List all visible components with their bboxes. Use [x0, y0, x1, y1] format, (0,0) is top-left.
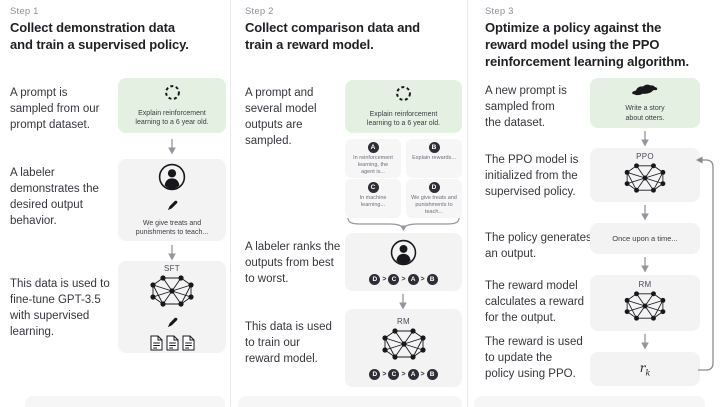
prompt-box: Explain reinforcement learning to a 6 ye… — [345, 80, 462, 133]
generated-output-box: Once upon a time... — [590, 223, 700, 254]
labeler-rank-box: D > C > A > B — [345, 233, 462, 291]
step-2-label: Step 2 — [245, 6, 274, 17]
down-arrow-icon — [167, 139, 177, 155]
down-arrow-icon — [167, 245, 177, 261]
step-3-caption-reward: The reward model calculates a reward for… — [485, 280, 585, 324]
output-c-box: C In machine learning... — [345, 179, 401, 218]
rank-2: C — [388, 368, 400, 380]
step-3-caption-init: The PPO model is initialized from the su… — [485, 154, 579, 198]
pencil-icon — [167, 315, 178, 333]
step-3-caption-prompt: A new prompt is sampled from the dataset… — [485, 85, 567, 129]
step-2-caption-ranking: A labeler ranks the outputs from best to… — [245, 241, 341, 285]
step-1-caption-prompt: A prompt is sampled from our prompt data… — [10, 87, 100, 131]
output-a-box: A In reinforcement learning, the agent i… — [345, 139, 401, 178]
output-c-letter: C — [367, 182, 379, 193]
bottom-strip — [474, 396, 705, 407]
rank-separator: > — [420, 370, 425, 378]
sampling-loop-icon — [164, 84, 181, 106]
down-arrow-icon — [640, 257, 650, 273]
rank-3: A — [407, 368, 419, 380]
neural-network-icon — [623, 290, 667, 327]
reward-box: rk — [590, 352, 700, 386]
prompt-text: Explain reinforcement learning to a 6 ye… — [135, 109, 209, 126]
down-arrow-icon — [640, 131, 650, 147]
output-a-letter: A — [367, 142, 379, 153]
rm-label: RM — [638, 279, 652, 289]
documents-icon — [150, 335, 195, 351]
rank-separator: > — [401, 370, 406, 378]
labeler-demo-text: We give treats and punishments to teach.… — [135, 219, 209, 236]
column-divider — [230, 0, 231, 407]
labeler-icon — [390, 239, 417, 271]
rank-2: C — [388, 274, 400, 285]
rm-box: RM — [345, 309, 462, 387]
bottom-strip — [25, 396, 225, 407]
pencil-icon — [167, 198, 178, 216]
prompt-text: Explain reinforcement learning to a 6 ye… — [366, 110, 441, 127]
down-arrow-icon — [398, 294, 408, 310]
prompt-text: Write a story about otters. — [625, 105, 665, 122]
prompt-box: Explain reinforcement learning to a 6 ye… — [118, 78, 226, 133]
sft-label: SFT — [163, 263, 180, 273]
bottom-strip — [238, 396, 462, 407]
neural-network-icon — [623, 162, 667, 199]
step-3-heading: Optimize a policy against the reward mod… — [485, 20, 690, 69]
rank-3: A — [407, 274, 419, 285]
output-d-text: We give treats and punishments to teach.… — [411, 195, 457, 216]
output-b-text: Explain rewards... — [412, 155, 456, 161]
output-b-letter: B — [428, 142, 440, 153]
otter-icon — [632, 83, 658, 101]
generated-output-text: Once upon a time... — [612, 233, 678, 243]
step-2-caption-training: This data is used to train our reward mo… — [245, 321, 332, 365]
output-d-box: D We give treats and punishments to teac… — [406, 179, 462, 218]
step-3-label: Step 3 — [485, 6, 514, 17]
step-2-caption-prompt: A prompt and several model outputs are s… — [245, 87, 317, 147]
output-d-letter: D — [428, 182, 440, 193]
step-3-caption-update: The reward is used to update the policy … — [485, 336, 583, 380]
output-b-box: B Explain rewards... — [406, 139, 462, 178]
sft-box: SFT — [118, 261, 226, 353]
step-1-label: Step 1 — [10, 6, 39, 17]
rank-4: B — [426, 368, 438, 380]
rm-label: RM — [396, 316, 411, 326]
column-divider — [467, 0, 468, 407]
brace-icon — [345, 217, 462, 231]
down-arrow-icon — [640, 205, 650, 221]
prompt-box: Write a story about otters. — [590, 78, 700, 128]
rank-1: D — [369, 368, 381, 380]
labeler-demo-box: We give treats and punishments to teach.… — [118, 159, 226, 241]
reward-symbol: rk — [639, 360, 651, 378]
rank-separator: > — [382, 276, 387, 283]
step-3-caption-output: The policy generates an output. — [485, 232, 592, 260]
rank-separator: > — [382, 370, 387, 378]
rank-4: B — [426, 274, 438, 285]
down-arrow-icon — [640, 334, 650, 350]
neural-network-icon — [149, 274, 195, 313]
ranking-row: D > C > A > B — [369, 368, 438, 380]
output-c-text: In machine learning... — [359, 195, 387, 209]
labeler-icon — [158, 163, 186, 196]
ppo-label: PPO — [636, 151, 654, 161]
rank-separator: > — [401, 276, 406, 283]
ppo-box: PPO — [590, 148, 700, 202]
step-1-heading: Collect demonstration data and train a s… — [10, 20, 189, 52]
output-a-text: In reinforcement learning, the agent is.… — [353, 155, 393, 176]
step-1-caption-labeler: A labeler demonstrates the desired outpu… — [10, 167, 99, 227]
ranking-row: D > C > A > B — [369, 274, 438, 285]
rm-box: RM — [590, 275, 700, 331]
feedback-loop-icon — [694, 155, 718, 377]
sampling-loop-icon — [395, 85, 412, 107]
step-1-caption-finetune: This data is used to fine-tune GPT-3.5 w… — [10, 278, 110, 338]
step-2-heading: Collect comparison data and train a rewa… — [245, 20, 421, 52]
rank-separator: > — [420, 276, 425, 283]
neural-network-icon — [381, 327, 427, 366]
rank-1: D — [369, 274, 381, 285]
